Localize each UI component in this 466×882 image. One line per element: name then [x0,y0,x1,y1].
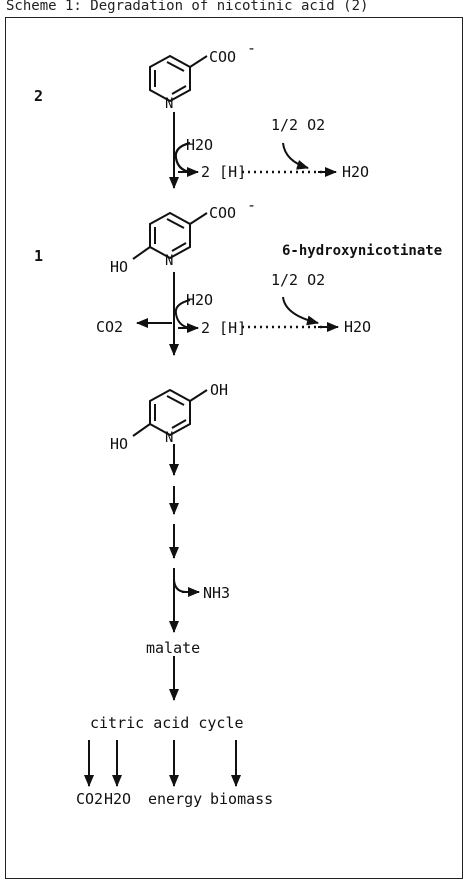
product-co2-label: CO2 [76,790,104,808]
step-number-1: 1 [34,247,44,265]
carboxylate-label: COO [209,48,237,66]
product-arrows [84,740,241,787]
ring-nitrogen-label: N [165,96,174,112]
malate-label: malate [146,639,201,657]
product-h2o-label: H2O [104,790,132,808]
ring-nitrogen-label-2: N [165,253,174,269]
water-input-label: H2O [186,136,214,154]
oxygen-label-2: 1/2 O2 [271,271,326,289]
reducing-equivalents-label-2: 2 [H] [201,319,247,337]
hydroxyl-label: HO [110,258,129,276]
water-output-label-2: H2O [344,318,372,336]
step1-side-arrows [174,141,337,177]
compound-name-label: 6-hydroxynicotinate [282,243,443,259]
nh3-branch [173,579,187,593]
scheme-frame [5,17,463,879]
nicotinic-acid-structure [149,54,208,103]
water-input-label-2: H2O [186,291,214,309]
ammonia-label: NH3 [203,584,231,602]
water-output-label: H2O [342,163,370,181]
dihydroxypyridine-structure [132,388,208,437]
reducing-equivalents-label: 2 [H] [201,163,247,181]
product-biomass-label: biomass [210,790,274,808]
charge-label-2: - [247,196,257,214]
carbon-dioxide-label: CO2 [96,318,124,336]
oxygen-label: 1/2 O2 [271,116,326,134]
hydroxyl-label-bottom: HO [110,435,129,453]
hydroxynicotinate-structure [132,211,208,260]
carboxylate-label-2: COO [209,204,237,222]
product-energy-label: energy [148,790,203,808]
step2-side-arrows [136,296,339,333]
charge-label: - [247,39,257,57]
ring-nitrogen-label-3: N [165,430,174,446]
hydroxyl-label-top: OH [210,381,229,399]
citric-acid-cycle-label: citric acid cycle [90,714,244,732]
step-number-2: 2 [34,87,44,105]
scheme-header: Scheme 1: Degradation of nicotinic acid … [6,0,369,14]
